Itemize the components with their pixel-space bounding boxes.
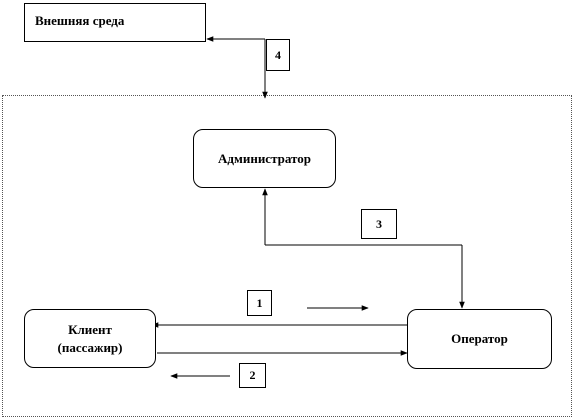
flow-label-1: 1	[247, 290, 272, 316]
external-environment-box: Внешняя среда	[24, 3, 206, 42]
client-label-line2: (пассажир)	[57, 339, 123, 355]
administrator-box: Администратор	[193, 129, 336, 188]
flow-label-2: 2	[239, 363, 266, 388]
administrator-label: Администратор	[218, 150, 311, 166]
flow-label-4: 4	[266, 39, 290, 71]
client-box: Клиент (пассажир)	[24, 309, 156, 368]
flow-label-3: 3	[361, 209, 397, 239]
client-label-line1: Клиент	[68, 321, 112, 337]
external-environment-label: Внешняя среда	[35, 13, 125, 28]
operator-label: Оператор	[451, 331, 508, 347]
system-boundary	[2, 95, 572, 417]
operator-box: Оператор	[407, 309, 552, 369]
